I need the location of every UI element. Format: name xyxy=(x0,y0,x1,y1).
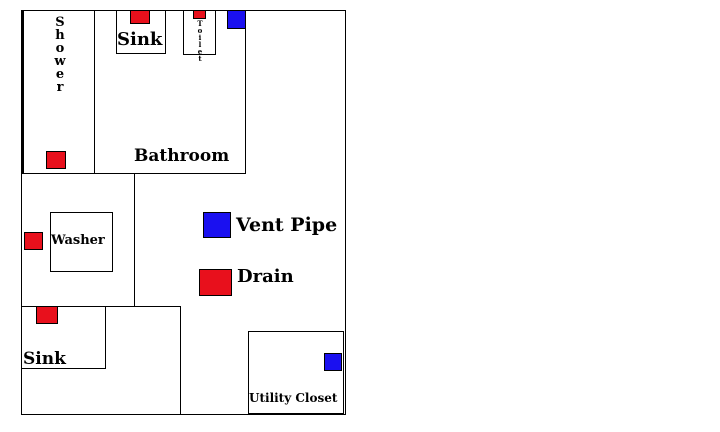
washer-label: Washer xyxy=(51,233,105,248)
vent-legend-swatch xyxy=(203,212,231,238)
drain-marker-kitchen-sink xyxy=(36,306,58,324)
kitchen-sink-box xyxy=(21,306,106,369)
drain-marker-shower xyxy=(46,151,66,169)
bathroom-sink-label: Sink xyxy=(117,29,163,50)
drain-marker-toilet xyxy=(193,10,206,19)
vent-marker-utility xyxy=(324,353,342,371)
kitchen-sink-label: Sink xyxy=(23,349,66,369)
drain-marker-sink-top xyxy=(130,10,150,24)
drain-label: Drain xyxy=(237,266,294,287)
utility-closet-room xyxy=(248,331,344,414)
vent-pipe-label: Vent Pipe xyxy=(236,214,338,236)
utility-closet-label: Utility Closet xyxy=(249,391,338,405)
drain-marker-washer xyxy=(24,232,43,250)
drain-legend-swatch xyxy=(199,269,232,296)
vent-marker-bathroom xyxy=(227,10,246,29)
washer-box xyxy=(50,212,113,272)
bathroom-label: Bathroom xyxy=(134,146,230,166)
